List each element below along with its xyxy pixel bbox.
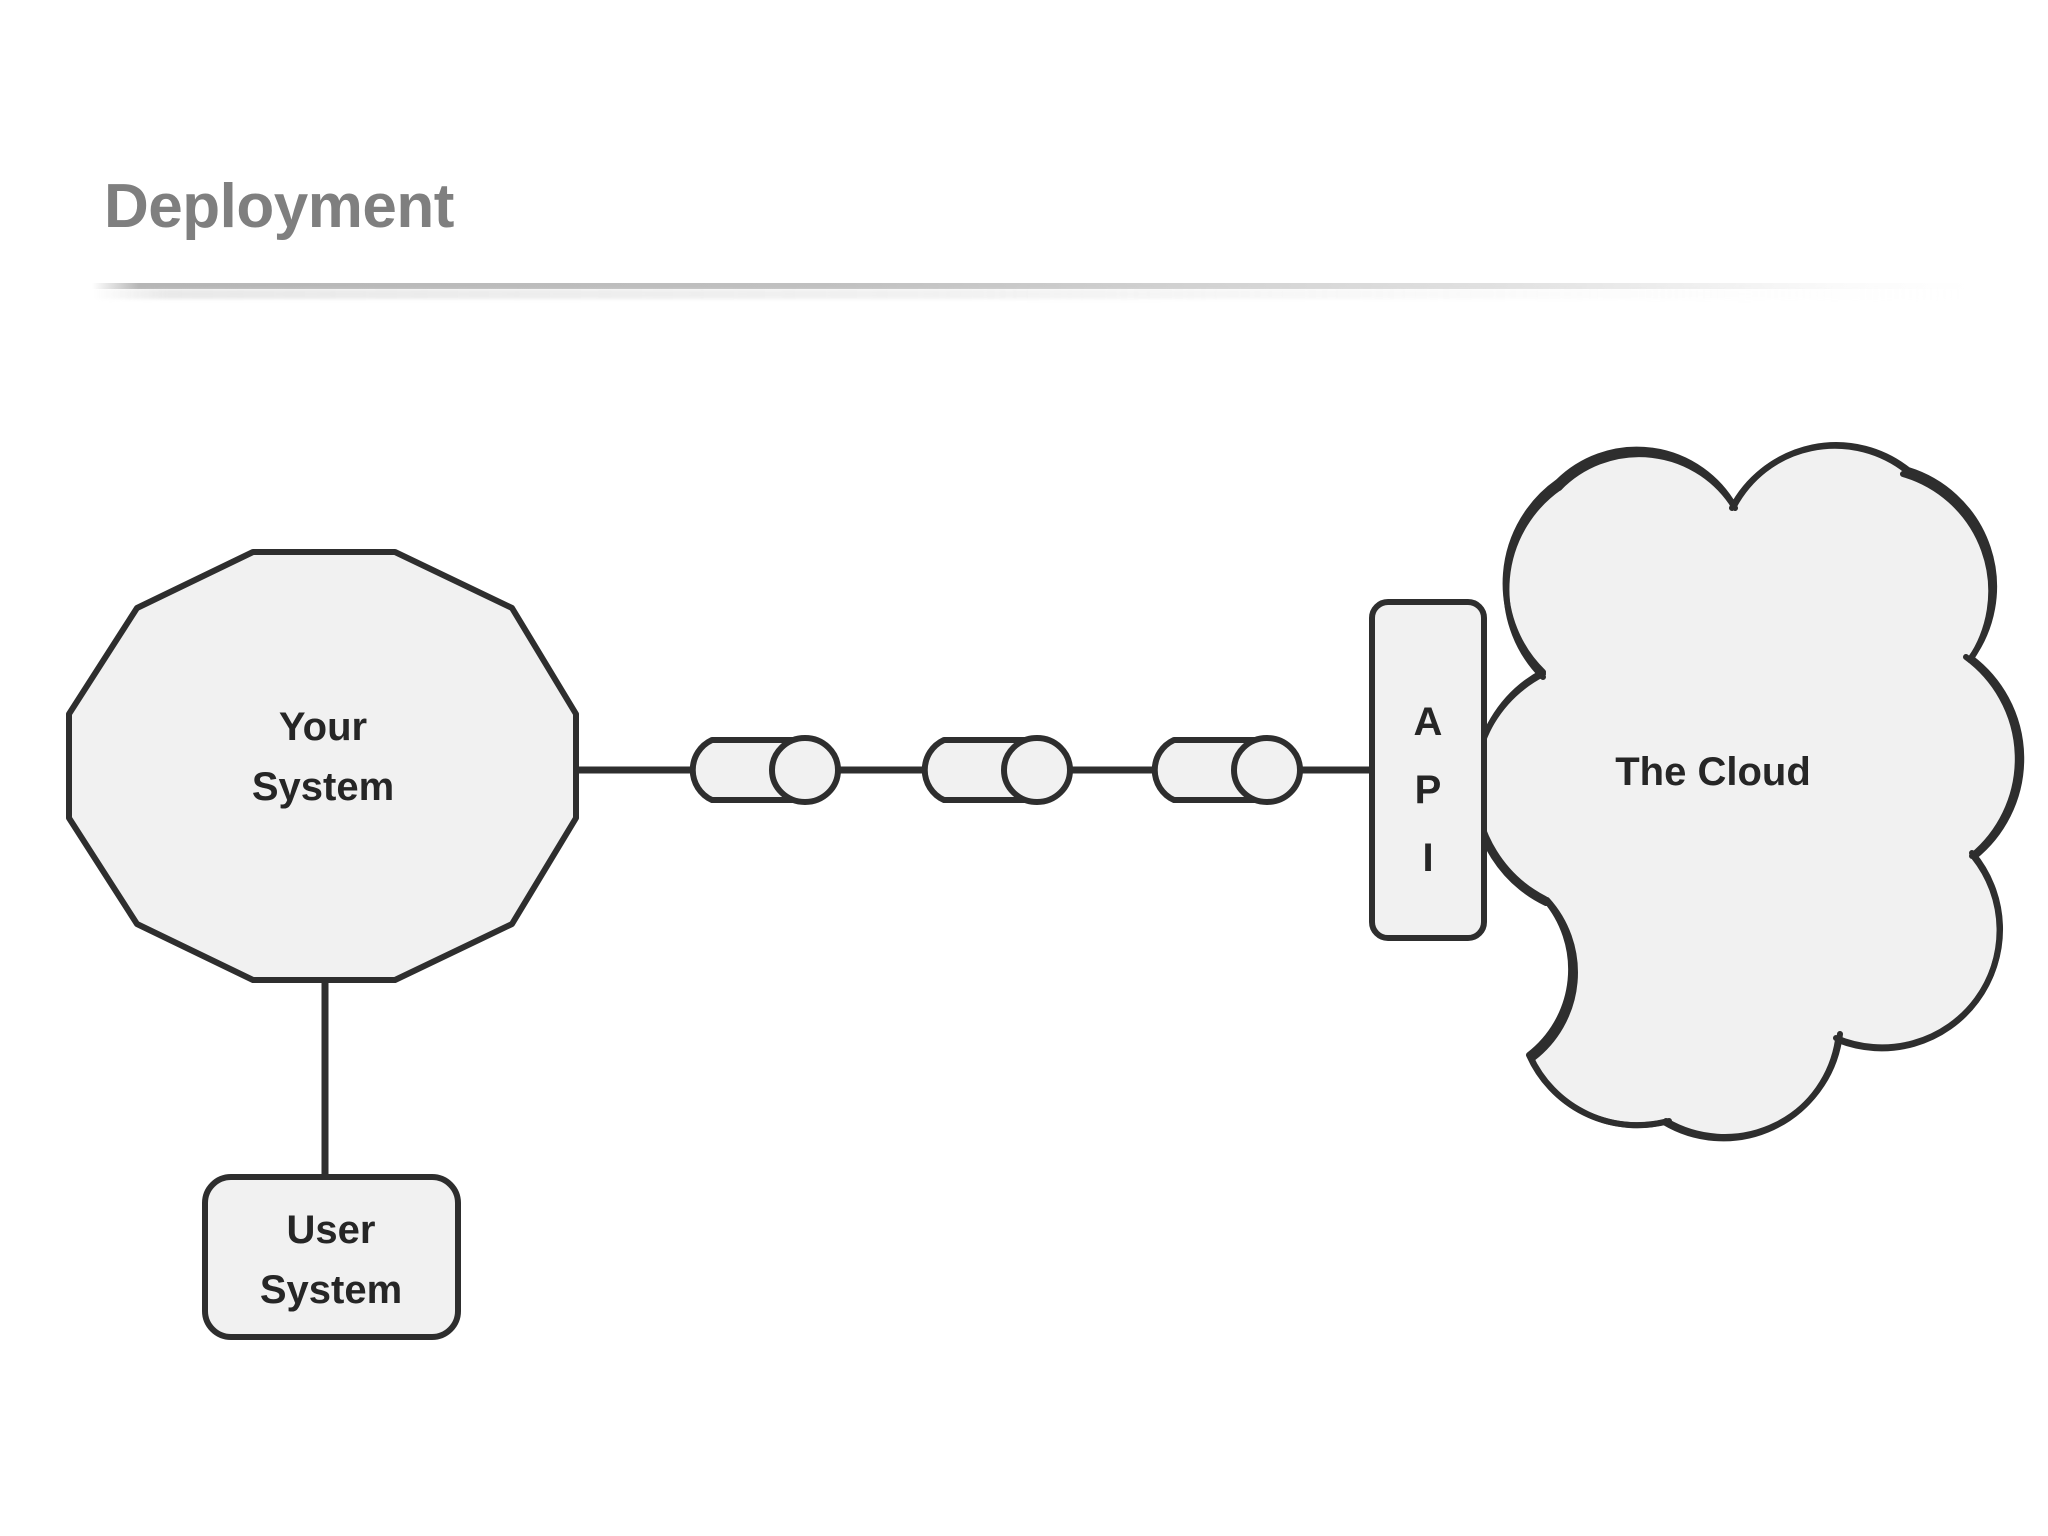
connector-group bbox=[321, 766, 1380, 1180]
page-title: Deployment bbox=[104, 172, 454, 241]
your-system-label-line-2: System bbox=[252, 765, 394, 809]
node-pipe-1[interactable] bbox=[689, 735, 841, 805]
api-label-char-2: P bbox=[1415, 768, 1442, 812]
node-your-system[interactable]: Your System bbox=[66, 549, 579, 983]
node-the-cloud[interactable]: The Cloud bbox=[1470, 442, 2025, 1142]
user-system-shape bbox=[202, 1174, 461, 1340]
node-pipe-2[interactable] bbox=[921, 735, 1073, 805]
node-api[interactable]: A P I bbox=[1369, 599, 1487, 941]
api-label-char-3: I bbox=[1422, 836, 1433, 880]
api-label-char-1: A bbox=[1414, 700, 1443, 744]
pipe-3-cap bbox=[1231, 735, 1303, 805]
title-divider bbox=[92, 283, 1972, 289]
api-box-shape bbox=[1369, 599, 1487, 941]
node-user-system[interactable]: User System bbox=[202, 1174, 461, 1340]
the-cloud-label: The Cloud bbox=[1615, 750, 1811, 794]
user-system-label-line-1: User bbox=[287, 1208, 376, 1252]
your-system-label-line-1: Your bbox=[279, 705, 367, 749]
your-system-shape bbox=[66, 549, 579, 983]
cloud-lobe-arcs bbox=[1470, 442, 2021, 1140]
node-pipe-3[interactable] bbox=[1151, 735, 1303, 805]
title-divider-shadow bbox=[92, 289, 1962, 299]
pipe-2-cap bbox=[1001, 735, 1073, 805]
pipe-1-cap bbox=[769, 735, 841, 805]
user-system-label-line-2: System bbox=[260, 1268, 402, 1312]
